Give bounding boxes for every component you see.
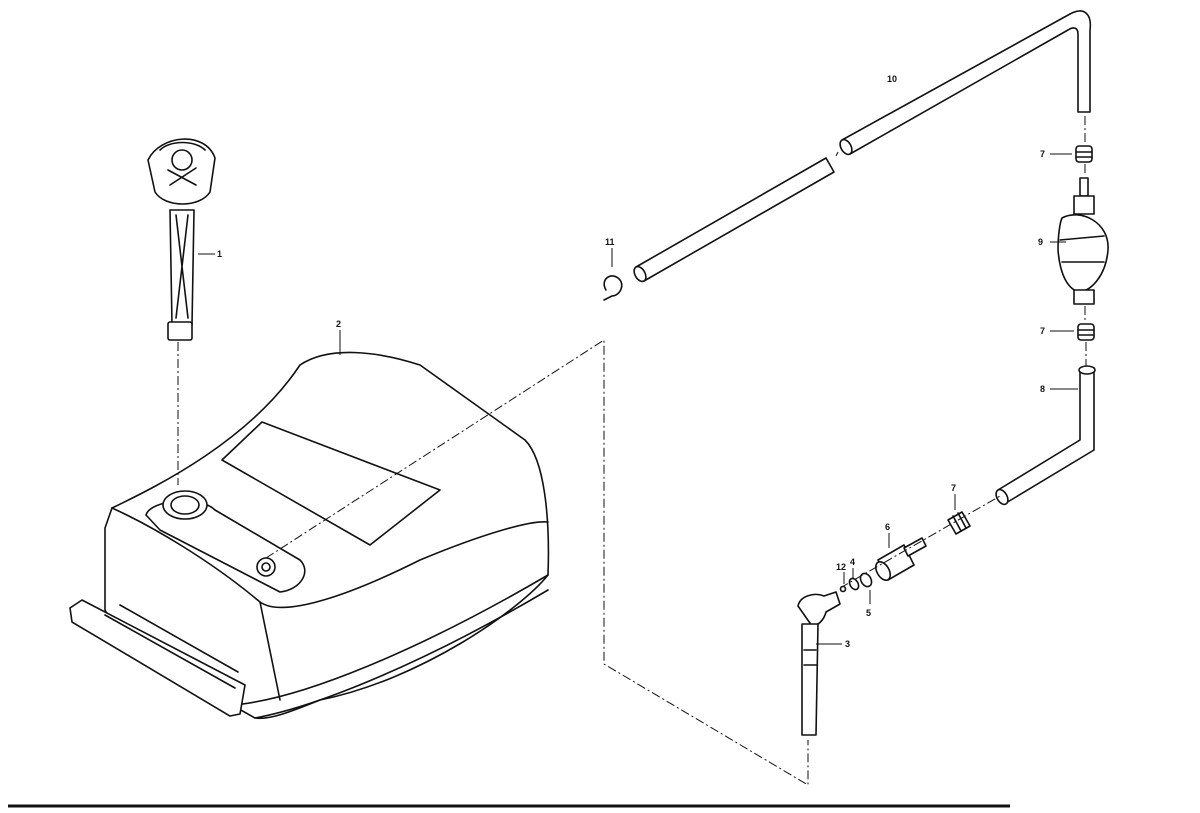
hose-fitting-upper xyxy=(1075,145,1093,163)
quick-connector xyxy=(874,537,927,581)
callout-1: 1 xyxy=(217,249,222,259)
callout-9: 9 xyxy=(1038,237,1043,247)
fuel-pickup-tube xyxy=(797,591,841,736)
callout-labels: 1 2 3 4 5 6 7 7 7 8 9 10 11 12 xyxy=(217,74,1045,649)
callout-8: 8 xyxy=(1040,384,1045,394)
callout-5: 5 xyxy=(866,608,871,618)
alignment-lines xyxy=(177,116,1087,786)
hose-clamp xyxy=(603,275,623,301)
fuel-hose-short xyxy=(995,365,1096,506)
fuel-gauge-assembly xyxy=(147,138,216,341)
callout-7-middle: 7 xyxy=(1040,326,1045,336)
callout-10: 10 xyxy=(887,74,897,84)
callout-12: 12 xyxy=(836,562,846,572)
fuel-hose-long xyxy=(633,10,1092,283)
callout-4: 4 xyxy=(850,557,855,567)
callout-11: 11 xyxy=(605,237,615,247)
callout-3: 3 xyxy=(845,639,850,649)
washer xyxy=(848,577,860,591)
primer-bulb xyxy=(1057,177,1109,305)
callout-7-lower: 7 xyxy=(951,483,956,493)
leader-lines xyxy=(198,153,1078,645)
hose-fitting-lower xyxy=(947,511,971,535)
o-ring xyxy=(859,572,873,588)
callout-2: 2 xyxy=(336,319,341,329)
hose-fitting-middle xyxy=(1077,323,1095,341)
callout-7-upper: 7 xyxy=(1040,149,1045,159)
fuel-tank xyxy=(69,351,550,720)
callout-6: 6 xyxy=(885,522,890,532)
